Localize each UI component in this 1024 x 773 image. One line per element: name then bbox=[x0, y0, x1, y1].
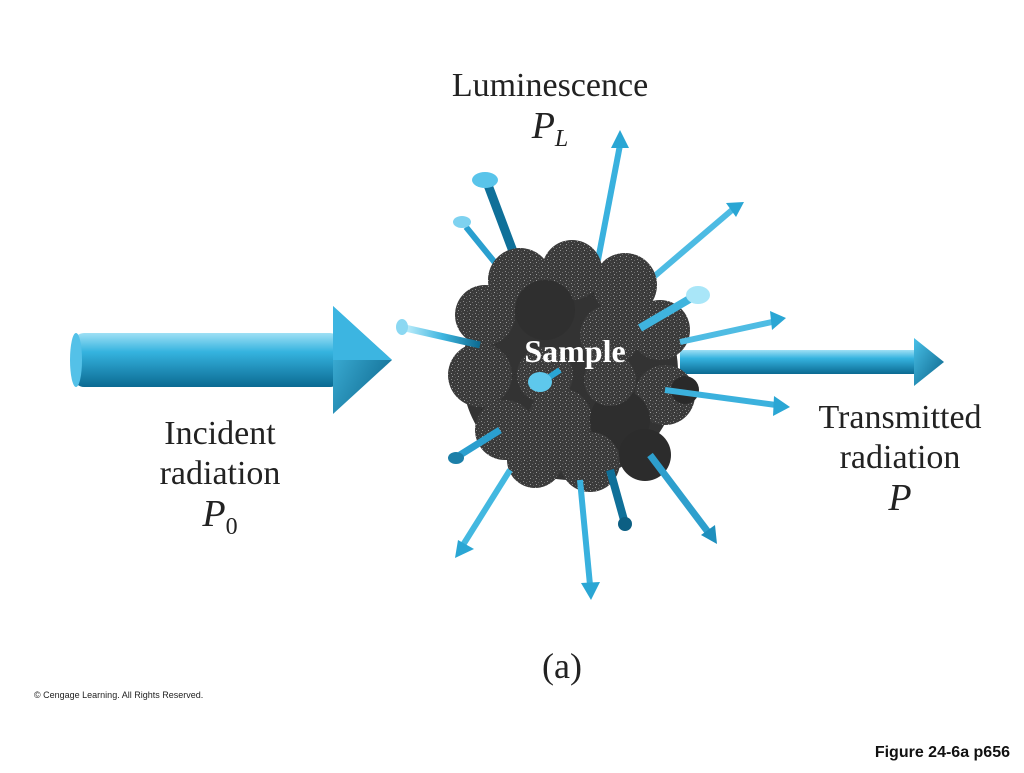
ray-arrow bbox=[664, 387, 790, 416]
symbol-p: P bbox=[531, 105, 555, 147]
transmitted-line-1: Transmitted bbox=[818, 399, 982, 436]
transmitted-label-group: Transmitted radiation P bbox=[790, 398, 1010, 518]
ray-arrow bbox=[528, 367, 562, 392]
symbol-p: P bbox=[202, 493, 226, 535]
copyright-notice: © Cengage Learning. All Rights Reserved. bbox=[34, 690, 204, 700]
symbol-subscript-l: L bbox=[554, 126, 569, 152]
ray-arrow bbox=[606, 468, 632, 531]
figure-reference: Figure 24-6a p656 bbox=[874, 744, 1010, 761]
transmitted-symbol: P bbox=[888, 477, 912, 519]
ray-arrow bbox=[595, 130, 629, 261]
incident-label-group: Incident radiation P0 bbox=[120, 414, 320, 547]
incident-line-2: radiation bbox=[159, 455, 281, 492]
ray-arrow bbox=[648, 202, 744, 283]
transmitted-beam-arrow bbox=[680, 338, 944, 386]
transmitted-line-2: radiation bbox=[839, 439, 961, 476]
sample-cluster bbox=[448, 240, 699, 492]
ray-arrow bbox=[637, 286, 710, 332]
ray-arrow bbox=[577, 479, 600, 600]
luminescence-rays-front bbox=[396, 286, 790, 600]
sample-label: Sample bbox=[524, 333, 625, 369]
ray-arrow bbox=[455, 468, 513, 558]
symbol-subscript-0: 0 bbox=[225, 514, 238, 540]
incident-symbol: P0 bbox=[120, 494, 320, 547]
luminescence-label-group: Luminescence PL bbox=[400, 66, 700, 159]
luminescence-symbol: PL bbox=[400, 106, 700, 159]
ray-arrow bbox=[647, 452, 717, 544]
ray-arrow bbox=[679, 311, 786, 345]
panel-label: (a) bbox=[542, 646, 582, 686]
incident-beam-arrow bbox=[70, 306, 392, 414]
ray-arrow bbox=[448, 427, 502, 464]
luminescence-title: Luminescence bbox=[451, 67, 649, 104]
ray-arrow bbox=[396, 319, 481, 349]
incident-line-1: Incident bbox=[164, 415, 276, 452]
